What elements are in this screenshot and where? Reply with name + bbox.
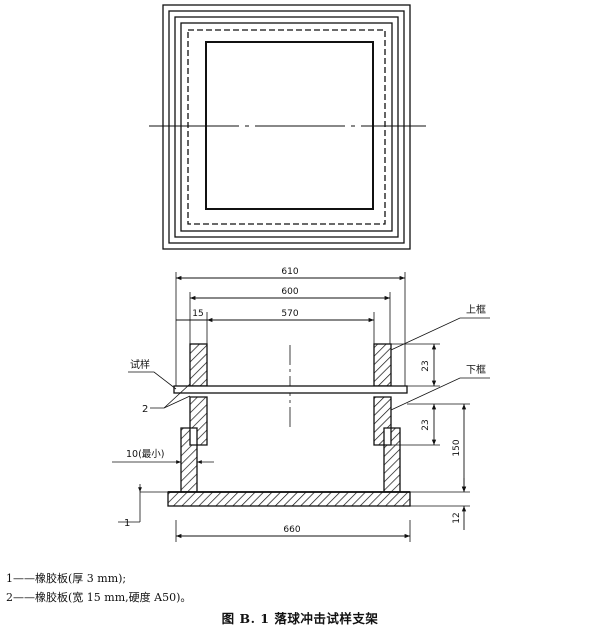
- dim-150-label: 150: [452, 439, 462, 456]
- leader-specimen: [128, 371, 177, 390]
- drawing-canvas: 610 600 570 15 660: [112, 4, 490, 542]
- label-upper-frame: 上框: [466, 303, 486, 316]
- dim-570-label: 570: [281, 309, 298, 319]
- plan-inner-opening: [205, 41, 374, 210]
- support-wall-left: [180, 427, 198, 493]
- dim-23-lower-label: 23: [421, 419, 431, 430]
- lower-frame-right: [373, 396, 392, 446]
- label-item-1: 1: [124, 518, 130, 529]
- plan-outer-square-4: [180, 22, 393, 232]
- dim-23-upper-label: 23: [421, 360, 431, 371]
- label-lower-frame: 下框: [466, 363, 486, 376]
- section-view: 610 600 570 15 660: [112, 267, 490, 542]
- plan-outer-square-2: [168, 10, 405, 244]
- specimen-plate: [173, 385, 408, 394]
- leader-lower-frame: [390, 377, 490, 411]
- leader-upper-frame: [390, 317, 490, 351]
- base-plate: [167, 491, 411, 507]
- dim-660-label: 660: [283, 525, 300, 535]
- note-item-2: 2——橡胶板(宽 15 mm,硬度 A50)。: [6, 591, 192, 604]
- label-specimen: 试样: [130, 358, 150, 371]
- lower-frame-left: [189, 396, 208, 446]
- upper-frame-left: [189, 343, 208, 387]
- plan-outer-square-1: [162, 4, 411, 250]
- plan-outer-square-3: [174, 16, 399, 238]
- dim-610-label: 610: [281, 267, 298, 277]
- plan-dashed-rubber-strip: [187, 29, 386, 225]
- dim-600-label: 600: [281, 287, 298, 297]
- plan-view: [149, 4, 426, 250]
- figure-caption: 图 B. 1 落球冲击试样支架: [221, 611, 379, 626]
- support-wall-right: [383, 427, 401, 493]
- legend-notes: 1——橡胶板(厚 3 mm); 2——橡胶板(宽 15 mm,硬度 A50)。: [6, 569, 191, 607]
- dim-12-label: 12: [452, 512, 462, 523]
- upper-frame-right: [373, 343, 392, 387]
- label-wall-min: 10(最小): [126, 449, 165, 460]
- note-item-1: 1——橡胶板(厚 3 mm);: [6, 572, 127, 585]
- label-item-2: 2: [142, 404, 148, 415]
- dim-15-label: 15: [192, 309, 203, 319]
